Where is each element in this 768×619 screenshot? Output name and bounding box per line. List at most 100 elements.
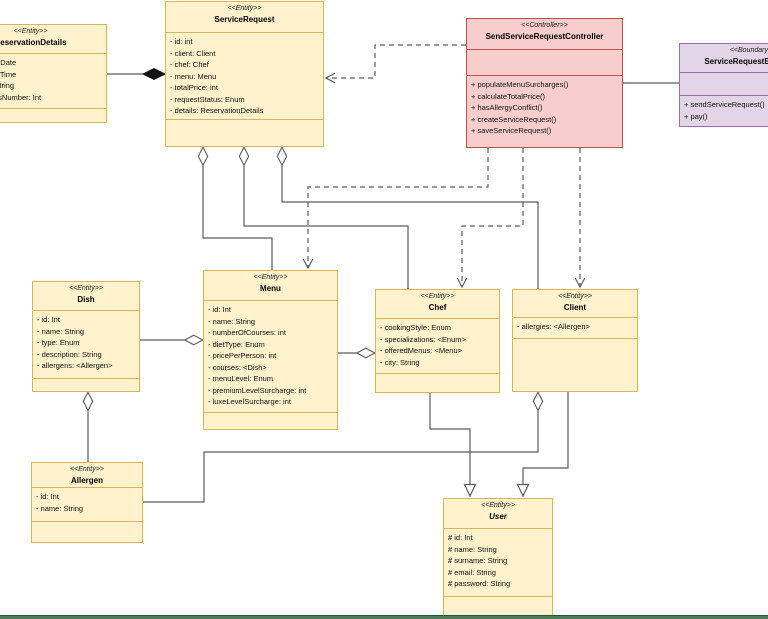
class-attribute: - name: String xyxy=(37,326,85,336)
class-stereotype: <<Entity>> xyxy=(481,502,515,509)
class-menu[interactable]: <<Entity>>Menu - id: Int - name: String - n… xyxy=(203,270,338,430)
class-name: Client xyxy=(563,303,587,312)
class-attribute: # surname: String xyxy=(448,556,508,565)
class-attribute: - id: Int xyxy=(37,315,60,324)
class-attributes-compartment xyxy=(467,50,622,76)
class-name: Dish xyxy=(77,295,95,304)
class-attribute: - description: String xyxy=(37,349,102,359)
edge-servicerequest-client-aggregation[interactable] xyxy=(282,147,539,289)
class-methods-compartment: + sendServiceRequest() + pay() xyxy=(680,96,768,126)
bottom-window-edge-bar xyxy=(0,615,768,619)
class-allergen[interactable]: <<Entity>>Allergen - id: Int - name: Strin… xyxy=(31,462,143,543)
class-method: + saveServiceRequest() xyxy=(471,126,552,135)
class-attributes-compartment: - date: LocalDate - time: LocalTime - addr… xyxy=(0,54,106,109)
class-attributes-compartment xyxy=(680,73,768,96)
class-reservation-details[interactable]: <<Entity>> ReservationDetails - date: Loca… xyxy=(0,24,107,123)
class-attribute: - cookingStyle: Enum xyxy=(380,323,451,332)
edge-controller-chef-dependency[interactable] xyxy=(456,148,524,289)
class-methods-compartment xyxy=(0,109,106,122)
class-attribute: - address: String xyxy=(0,81,15,90)
class-methods-compartment xyxy=(376,374,499,392)
class-name: ReservationDetails xyxy=(0,38,67,47)
class-header: <<Entity>> ReservationDetails xyxy=(0,25,106,54)
class-attribute: - time: LocalTime xyxy=(0,69,17,79)
class-attribute: - name: String xyxy=(36,503,84,513)
class-attribute: - luxeLevelSurcharge: int xyxy=(208,397,291,406)
class-attributes-compartment: - id: int - client: Client - chef: Chef - m… xyxy=(166,33,323,120)
class-attribute: - details: ReservationDetails xyxy=(170,106,264,115)
class-attribute: - numberOfCourses: int xyxy=(208,328,286,337)
class-attribute: - premiumLevelSurcharge: int xyxy=(208,385,307,395)
class-stereotype: <<Boundary>> xyxy=(729,47,768,54)
class-method: + sendServiceRequest() xyxy=(684,100,765,109)
class-attribute: - client: Client xyxy=(170,48,216,58)
class-attribute: - pricePerPerson: int xyxy=(208,351,277,360)
class-methods-compartment xyxy=(166,120,323,146)
class-attribute: - id: Int xyxy=(208,305,231,314)
class-header: <<Controller>> SendServiceRequestControll… xyxy=(467,19,622,50)
class-attribute: - chef: Chef xyxy=(170,60,209,69)
class-method: + hasAllergyConflict() xyxy=(471,103,543,112)
class-method: + populateMenuSurcharges() xyxy=(471,80,569,89)
class-attributes-compartment: # id: Int # name: String # surname: String… xyxy=(444,529,552,597)
class-name: SendServiceRequestController xyxy=(485,32,604,41)
class-attribute: - date: LocalDate xyxy=(0,58,17,67)
class-attribute: - id: int xyxy=(170,37,193,46)
class-service-request[interactable]: <<Entity>> ServiceRequest - id: int - clien… xyxy=(165,1,324,147)
edge-client-allergen-aggregation[interactable] xyxy=(143,392,538,503)
class-stereotype: <<Entity>> xyxy=(227,5,262,12)
class-header: <<Entity>> Dish xyxy=(33,282,139,311)
class-attribute: - city: String xyxy=(380,357,420,367)
class-name: Menu xyxy=(260,284,281,293)
class-methods-compartment: + populateMenuSurcharges()+ calculateTot… xyxy=(467,76,622,147)
class-stereotype: <<Entity>> xyxy=(558,293,592,300)
edge-servicerequest-menu-aggregation[interactable] xyxy=(203,147,273,270)
class-attribute: - name: String xyxy=(208,316,256,326)
class-name: ServiceRequestBoundary xyxy=(704,57,768,66)
class-attributes-compartment: - cookingStyle: Enum - specializations: <… xyxy=(376,319,499,374)
class-stereotype: <<Controller>> xyxy=(521,22,568,29)
class-chef[interactable]: <<Entity>>Chef- cookingStyle: Enum- spec… xyxy=(375,289,500,393)
class-attribute: - menu: Menu xyxy=(170,71,217,81)
class-name: Allergen xyxy=(70,476,103,485)
class-header: <<Entity>>Menu xyxy=(204,271,337,301)
edge-controller-servicerequest-dependency[interactable] xyxy=(324,44,466,84)
class-header: <<Entity>> Client xyxy=(513,290,637,318)
class-stereotype: <<Entity>> xyxy=(420,293,455,300)
class-attribute: - type: Enum xyxy=(37,338,80,347)
class-method: + createServiceRequest() xyxy=(471,114,557,124)
class-attribute: - id: Int xyxy=(36,492,59,501)
edge-servicerequest-chef-aggregation[interactable] xyxy=(244,147,409,289)
class-attributes-compartment: - id: Int - name: String - type: Enum - des… xyxy=(33,311,139,379)
class-methods-compartment xyxy=(444,597,552,615)
class-send-service-request-controller[interactable]: <<Controller>> SendServiceRequestControll… xyxy=(466,18,623,148)
class-attribute: - totalPrice: int xyxy=(170,83,218,92)
class-attribute: - requestStatus: Enum xyxy=(170,94,245,104)
class-attribute: - dietType: Enum xyxy=(208,339,265,349)
class-attribute: # name: String xyxy=(448,544,497,554)
class-methods-compartment xyxy=(513,339,637,391)
class-header: <<Entity>> ServiceRequest xyxy=(166,2,323,33)
edge-chef-user-generalization[interactable] xyxy=(429,393,477,498)
class-service-request-boundary[interactable]: <<Boundary>> ServiceRequestBoundary + send… xyxy=(679,43,768,127)
class-client[interactable]: <<Entity>>Client- allergies: <Allergen> xyxy=(512,289,638,392)
class-stereotype: <<Entity>> xyxy=(69,285,103,292)
class-attribute: # id: Int xyxy=(448,533,473,542)
class-header: <<Entity>>Allergen xyxy=(32,463,142,488)
class-name: User xyxy=(489,512,507,521)
class-attribute: - participantsNumber: Int xyxy=(0,92,42,102)
class-attribute: - specializations: <Enum> xyxy=(380,334,466,344)
class-dish[interactable]: <<Entity>> Dish - id: Int - name: String - t… xyxy=(32,281,140,392)
class-method: + pay() xyxy=(684,111,708,121)
class-user[interactable]: <<Entity>> User # id: Int # name: String # s… xyxy=(443,498,553,616)
class-methods-compartment xyxy=(33,379,139,391)
edge-controller-menu-dependency[interactable] xyxy=(302,148,489,270)
class-attribute: # password: String xyxy=(448,579,511,588)
class-attribute: - courses: <Dish> xyxy=(208,362,267,372)
class-stereotype: <<Entity>> xyxy=(13,28,48,35)
class-methods-compartment xyxy=(32,522,142,542)
edge-client-user-generalization[interactable] xyxy=(516,392,569,498)
class-name: ServiceRequest xyxy=(214,15,275,24)
